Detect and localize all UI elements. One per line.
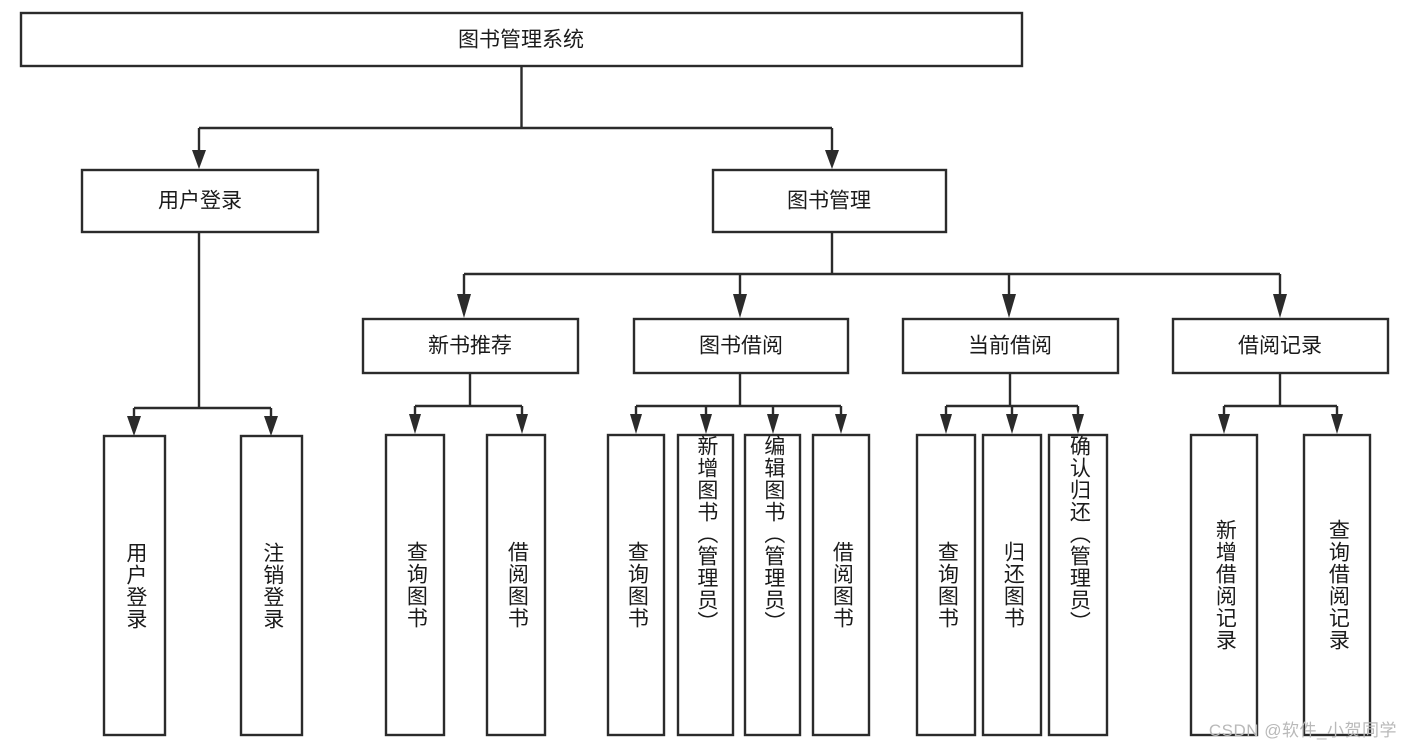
arrow-head-icon — [264, 416, 278, 436]
arrow-head-icon — [700, 414, 712, 434]
csdn-watermark: CSDN @软件_小贺同学 — [1208, 721, 1397, 740]
arrow-head-icon — [940, 414, 952, 434]
node-label-borrow-record: 借阅记录 — [1238, 335, 1322, 358]
connector-group-root — [192, 66, 839, 169]
node-label-current-borrow: 当前借阅 — [968, 335, 1052, 358]
node-box-book-borrow[interactable] — [632, 317, 850, 375]
arrow-head-icon — [825, 150, 839, 169]
node-box-leaf-query-borrow-record[interactable] — [1302, 433, 1372, 737]
node-box-leaf-edit-book-admin[interactable] — [743, 433, 802, 737]
connector-group-current-borrow — [940, 373, 1084, 434]
node-box-leaf-query-book-3[interactable] — [915, 433, 977, 737]
node-box-leaf-return-book[interactable] — [981, 433, 1043, 737]
arrow-head-icon — [835, 414, 847, 434]
node-box-borrow-record[interactable] — [1171, 317, 1390, 375]
node-box-leaf-borrow-book-2[interactable] — [811, 433, 871, 737]
arrow-head-icon — [767, 414, 779, 434]
arrow-head-icon — [1218, 414, 1230, 434]
arrow-head-icon — [127, 416, 141, 436]
node-label-new-book-recommend: 新书推荐 — [428, 335, 512, 358]
node-box-leaf-add-borrow-record[interactable] — [1189, 433, 1259, 737]
arrow-head-icon — [192, 150, 206, 169]
node-box-leaf-query-book-2[interactable] — [606, 433, 666, 737]
arrow-head-icon — [457, 294, 471, 318]
connector-group-borrow-book — [630, 373, 847, 434]
node-box-leaf-add-book-admin[interactable] — [676, 433, 735, 737]
arrow-head-icon — [1331, 414, 1343, 434]
arrow-head-icon — [630, 414, 642, 434]
node-box-root[interactable] — [19, 11, 1024, 68]
node-box-leaf-confirm-return-admin[interactable] — [1047, 433, 1109, 737]
connector-group-borrow-record — [1218, 373, 1343, 434]
node-label-root: 图书管理系统 — [458, 29, 584, 52]
node-label-book-management: 图书管理 — [787, 190, 871, 213]
arrow-head-icon — [1002, 294, 1016, 318]
connector-group-user-login — [127, 232, 278, 436]
connector-group-book-mgmt — [457, 232, 1287, 318]
arrow-head-icon — [733, 294, 747, 318]
arrow-head-icon — [409, 414, 421, 434]
node-label-book-borrow: 图书借阅 — [699, 335, 783, 358]
node-box-leaf-logout-login[interactable] — [239, 434, 304, 737]
arrow-head-icon — [516, 414, 528, 434]
connector-group-new-book — [409, 373, 528, 434]
node-label-user-login: 用户登录 — [158, 190, 242, 213]
node-box-new-book-recommend[interactable] — [361, 317, 580, 375]
node-box-current-borrow[interactable] — [901, 317, 1120, 375]
node-box-leaf-borrow-book-1[interactable] — [485, 433, 547, 737]
arrow-head-icon — [1072, 414, 1084, 434]
arrow-head-icon — [1006, 414, 1018, 434]
node-box-leaf-query-book-1[interactable] — [384, 433, 446, 737]
node-box-book-management[interactable] — [711, 168, 948, 234]
node-box-leaf-user-login[interactable] — [102, 434, 167, 737]
arrow-head-icon — [1273, 294, 1287, 318]
node-box-user-login[interactable] — [80, 168, 320, 234]
